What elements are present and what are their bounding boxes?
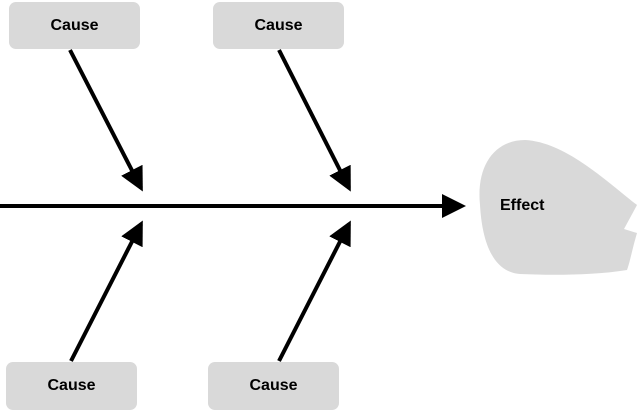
cause-label: Cause [50, 16, 99, 34]
effect-label: Effect [500, 197, 545, 214]
cause-label: Cause [47, 377, 96, 394]
effect-head-shape [479, 140, 637, 275]
cause-box-bottom-left: Cause [6, 362, 137, 410]
cause-label: Cause [249, 377, 298, 394]
cause-label: Cause [254, 16, 303, 34]
bone-arrow-top-right [277, 49, 351, 192]
bone-arrow-top-left [68, 49, 143, 192]
bone-arrow-bottom-left [69, 220, 143, 362]
bone-arrow-bottom-right [277, 220, 351, 362]
cause-box-top-right: Cause [213, 2, 344, 49]
cause-box-bottom-right: Cause [208, 362, 339, 410]
cause-box-top-left: Cause [9, 2, 140, 49]
